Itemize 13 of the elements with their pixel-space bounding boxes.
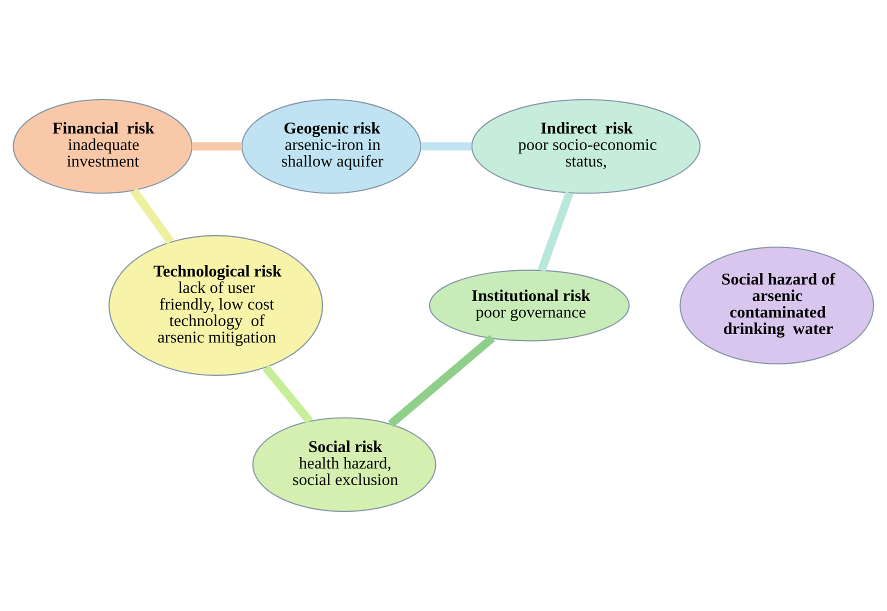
connector [262, 365, 313, 424]
node-ellipse: Financial risk inadequate investment [12, 99, 193, 194]
connector [420, 142, 472, 151]
connector [388, 334, 495, 428]
node-ellipse: Institutional risk poor governance [428, 270, 630, 342]
node-ellipse: Indirect risk poor socio-economic status, [471, 99, 701, 194]
connector [192, 142, 242, 151]
node-ellipse: Geogenic risk arsenic-iron in shallow aquifer [241, 99, 422, 194]
node-ellipse: Social hazard of arsenic contaminated drinking water [680, 246, 874, 364]
connector [538, 192, 574, 272]
node-ellipse: Technological risk lack of user friendly, low cost technology of arsenic mitigation [108, 235, 324, 376]
connector [130, 188, 174, 244]
node-ellipse: Social risk health hazard, social exclusion [252, 417, 436, 512]
